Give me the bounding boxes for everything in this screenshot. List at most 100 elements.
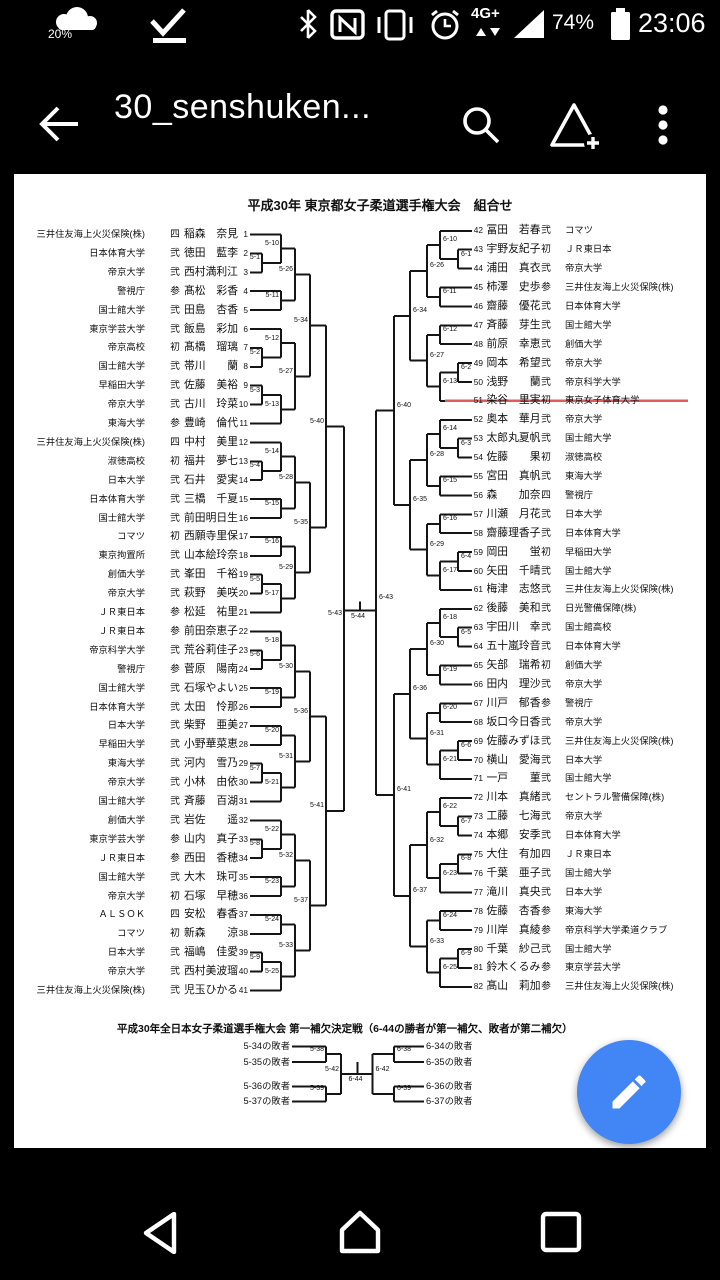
pencil-icon [612, 1075, 646, 1109]
match-label: 5-25 [264, 967, 279, 975]
document-title-toolbar: 30_senshuken... [114, 88, 372, 126]
match-label: 6-3 [461, 439, 472, 447]
cloud-icon [56, 7, 97, 30]
match-label: 5-16 [264, 537, 279, 545]
match-label: 6-8 [461, 855, 472, 863]
match-label: 5-15 [264, 500, 279, 508]
match-label: 5-5 [249, 575, 260, 583]
battery-icon [611, 8, 630, 40]
match-label: 6-24 [443, 912, 458, 920]
match-label: 6-36 [413, 685, 428, 693]
match-label: 6-42 [375, 1065, 390, 1073]
nav-recents-icon[interactable] [540, 1211, 582, 1253]
pdf-page: 平成30年 東京都女子柔道選手権大会 組合せ 平成30年全日本女子柔道選手権大会… [14, 174, 706, 1148]
match-label: 5-17 [264, 589, 279, 597]
downlink-arrow [490, 28, 500, 36]
match-label: 6-7 [461, 817, 472, 825]
match-label: 5-12 [264, 334, 279, 342]
match-label: 5-7 [249, 764, 260, 772]
match-label: 6-2 [461, 364, 472, 372]
match-label: 6-21 [443, 756, 458, 764]
match-label: 6-27 [430, 352, 445, 360]
match-label: 6-4 [461, 553, 472, 561]
match-label: 6-10 [443, 236, 458, 244]
match-label: 5-36 [293, 707, 308, 715]
overflow-menu-icon[interactable] [652, 104, 674, 146]
edit-fab[interactable] [577, 1040, 681, 1144]
navigation-bar [0, 1148, 720, 1280]
match-label: 5-28 [278, 474, 293, 482]
match-label: 5-10 [264, 240, 279, 248]
status-bar: 20% 4G+ 74% [0, 0, 720, 48]
match-label: 5-19 [264, 689, 279, 697]
match-label: 6-34 [413, 307, 428, 315]
match-label: 5-3 [249, 386, 260, 394]
match-label: 5-40 [309, 417, 324, 425]
bracket-svg [250, 229, 688, 1103]
match-label: 6-26 [430, 262, 445, 270]
match-label: 6-29 [430, 541, 445, 549]
match-label: 5-29 [278, 563, 293, 571]
consolation-final-label: 6-44 [348, 1076, 363, 1083]
match-label: 5-2 [249, 348, 260, 356]
match-label: 5-35 [293, 518, 308, 526]
match-label: 5-41 [309, 802, 324, 810]
download-done-icon [150, 8, 186, 43]
match-label: 6-30 [430, 640, 445, 648]
back-arrow-icon[interactable] [38, 106, 80, 142]
match-label: 5-20 [264, 726, 279, 734]
vibrate-icon [377, 9, 413, 41]
match-label: 6-11 [443, 288, 457, 296]
match-label: 5-21 [264, 778, 279, 786]
match-label: 6-15 [443, 477, 458, 485]
clock-text: 23:06 [638, 8, 706, 38]
final-match-label: 5-44 [351, 612, 366, 620]
uplink-arrow [476, 28, 486, 36]
match-label: 6-38 [397, 1045, 412, 1053]
match-label: 6-6 [461, 742, 472, 750]
match-label: 5-6 [249, 651, 260, 659]
nav-home-icon[interactable] [338, 1210, 382, 1254]
match-label: 5-32 [278, 852, 293, 860]
search-icon[interactable] [460, 106, 502, 146]
match-label: 6-23 [443, 869, 458, 877]
nav-back-icon[interactable] [140, 1212, 182, 1254]
match-label: 5-24 [264, 915, 279, 923]
match-label: 6-40 [397, 401, 412, 409]
match-label: 6-16 [443, 515, 458, 523]
alarm-icon [431, 9, 459, 40]
match-label: 5-37 [293, 896, 308, 904]
match-label: 5-13 [264, 400, 279, 408]
match-label: 5-22 [264, 826, 279, 834]
match-label: 5-23 [264, 878, 279, 886]
match-label: 6-1 [461, 250, 472, 258]
match-label: 5-8 [249, 840, 260, 848]
match-label: 6-12 [443, 326, 458, 334]
match-label: 5-26 [278, 266, 293, 274]
match-label: 5-18 [264, 637, 279, 645]
match-label: 6-28 [430, 451, 445, 459]
match-label: 6-43 [379, 594, 394, 602]
match-label: 6-18 [443, 614, 458, 622]
consolation-title: 平成30年全日本女子柔道選手権大会 第一補欠決定戦（6-44の勝者が第一補欠、敗… [117, 1023, 573, 1035]
match-label: 5-14 [264, 448, 279, 456]
match-label: 5-27 [278, 367, 293, 375]
match-label: 6-39 [397, 1085, 412, 1093]
match-label: 6-41 [397, 786, 412, 794]
match-label: 5-42 [324, 1065, 339, 1073]
match-label: 5-4 [249, 462, 260, 470]
network-type: 4G+ [471, 5, 500, 22]
drive-add-icon[interactable] [546, 102, 602, 150]
match-label: 6-14 [443, 425, 458, 433]
match-label: 6-13 [443, 378, 458, 386]
match-label: 6-22 [443, 803, 458, 811]
match-label: 6-33 [430, 938, 445, 946]
match-label: 5-30 [278, 663, 293, 671]
match-label: 5-34 [293, 316, 308, 324]
match-label: 6-5 [461, 628, 472, 636]
match-label: 6-35 [413, 496, 428, 504]
signal-icon [514, 10, 544, 38]
match-label: 6-17 [443, 567, 458, 575]
bracket-title: 平成30年 東京都女子柔道選手権大会 組合せ [247, 198, 513, 213]
